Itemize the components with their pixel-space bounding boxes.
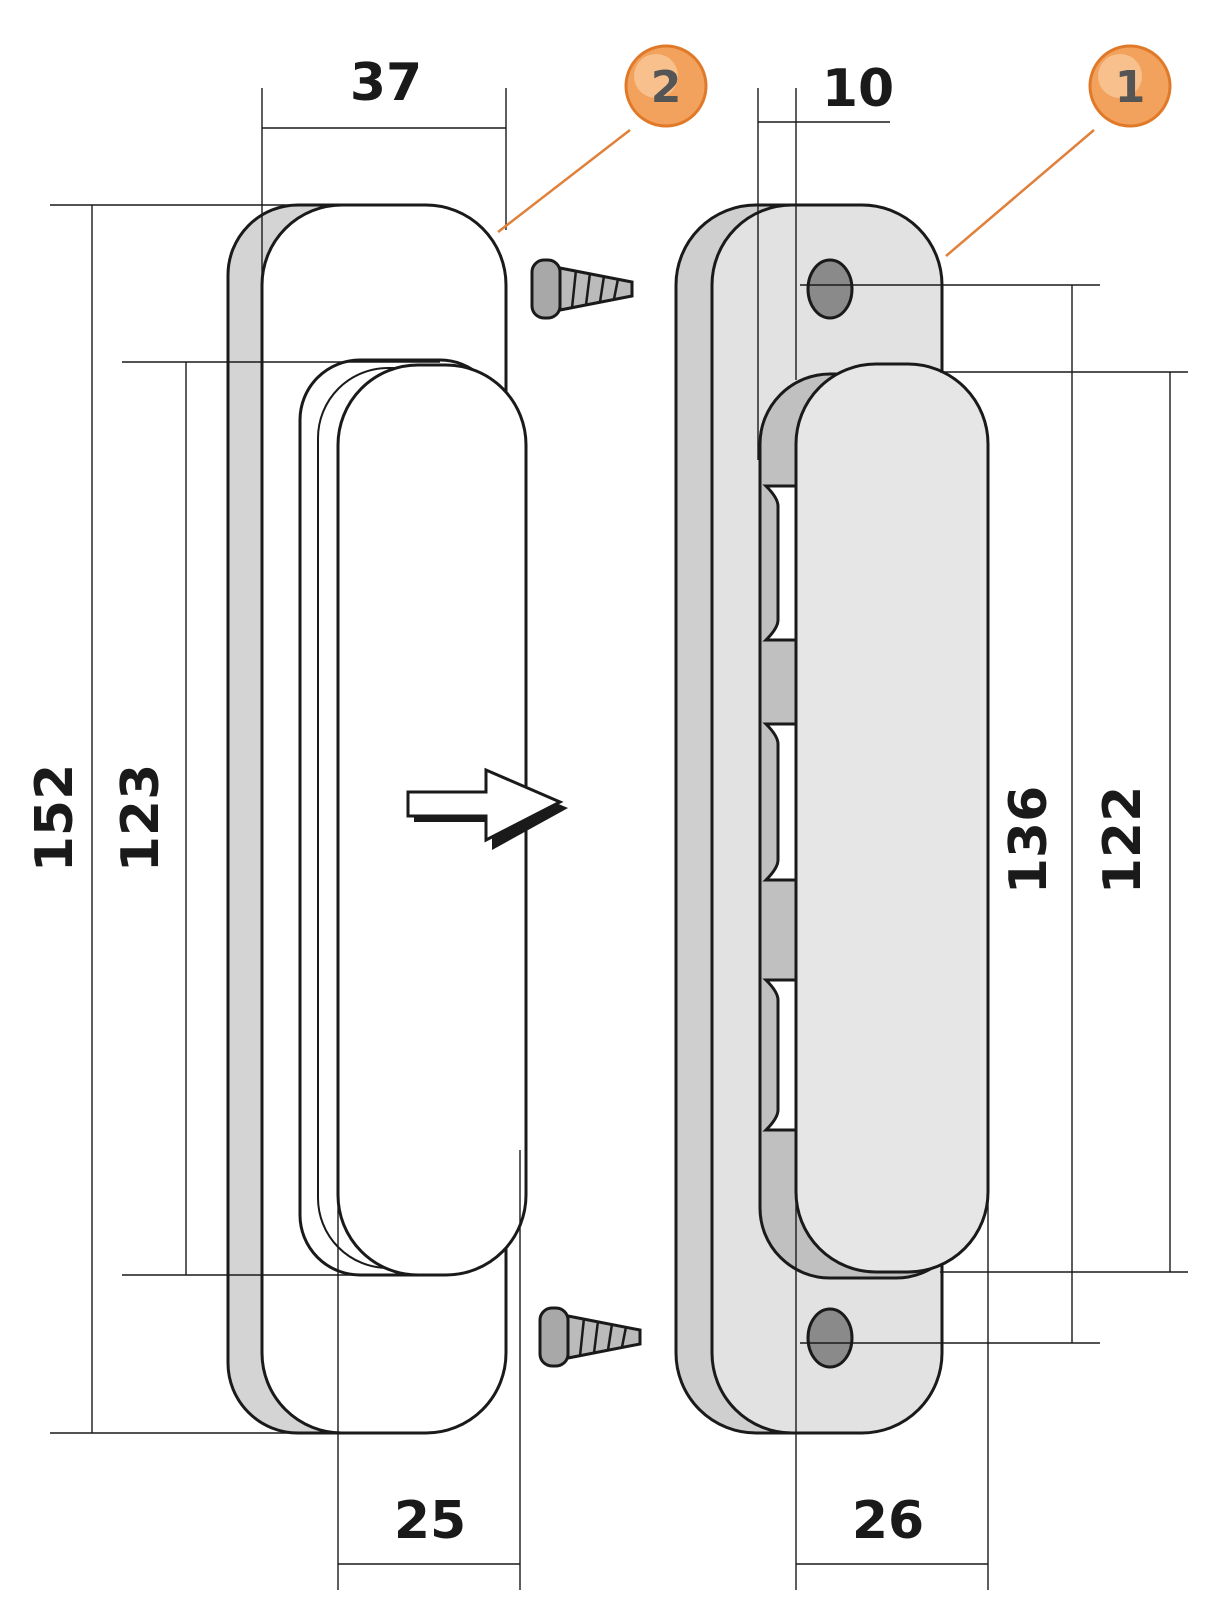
- dim-plate-screw-spacing: 136: [999, 786, 1059, 895]
- dim-plate-bottom-width: 26: [852, 1491, 924, 1551]
- screw-icon: [538, 1306, 642, 1368]
- dim-handle-inner-height: 123: [111, 764, 171, 873]
- plate-clip-top: [762, 484, 802, 642]
- dim-plate-inner-height: 122: [1093, 786, 1153, 895]
- screw-icon: [530, 258, 634, 320]
- plate-clip-bottom: [762, 978, 802, 1132]
- plate-insert: [794, 362, 990, 1274]
- part-marker-2-label: 2: [651, 62, 682, 113]
- dim-handle-width: 37: [350, 53, 422, 113]
- plate-hole-top: [806, 258, 854, 320]
- plate-clip-middle: [762, 722, 802, 882]
- part-marker-1: 1: [945, 44, 1172, 257]
- mounting-plate-part-1: [674, 203, 990, 1435]
- part-marker-1-label: 1: [1115, 62, 1146, 113]
- arrow-icon: [406, 767, 568, 850]
- handle-part-2: [226, 203, 528, 1435]
- dimension-lines: [50, 88, 1188, 1590]
- part-marker-2: 2: [497, 44, 708, 233]
- plate-hole-bottom: [806, 1307, 854, 1369]
- dim-plate-offset: 10: [822, 59, 894, 119]
- dim-handle-bottom-width: 25: [394, 1491, 466, 1551]
- dim-handle-height: 152: [25, 764, 85, 873]
